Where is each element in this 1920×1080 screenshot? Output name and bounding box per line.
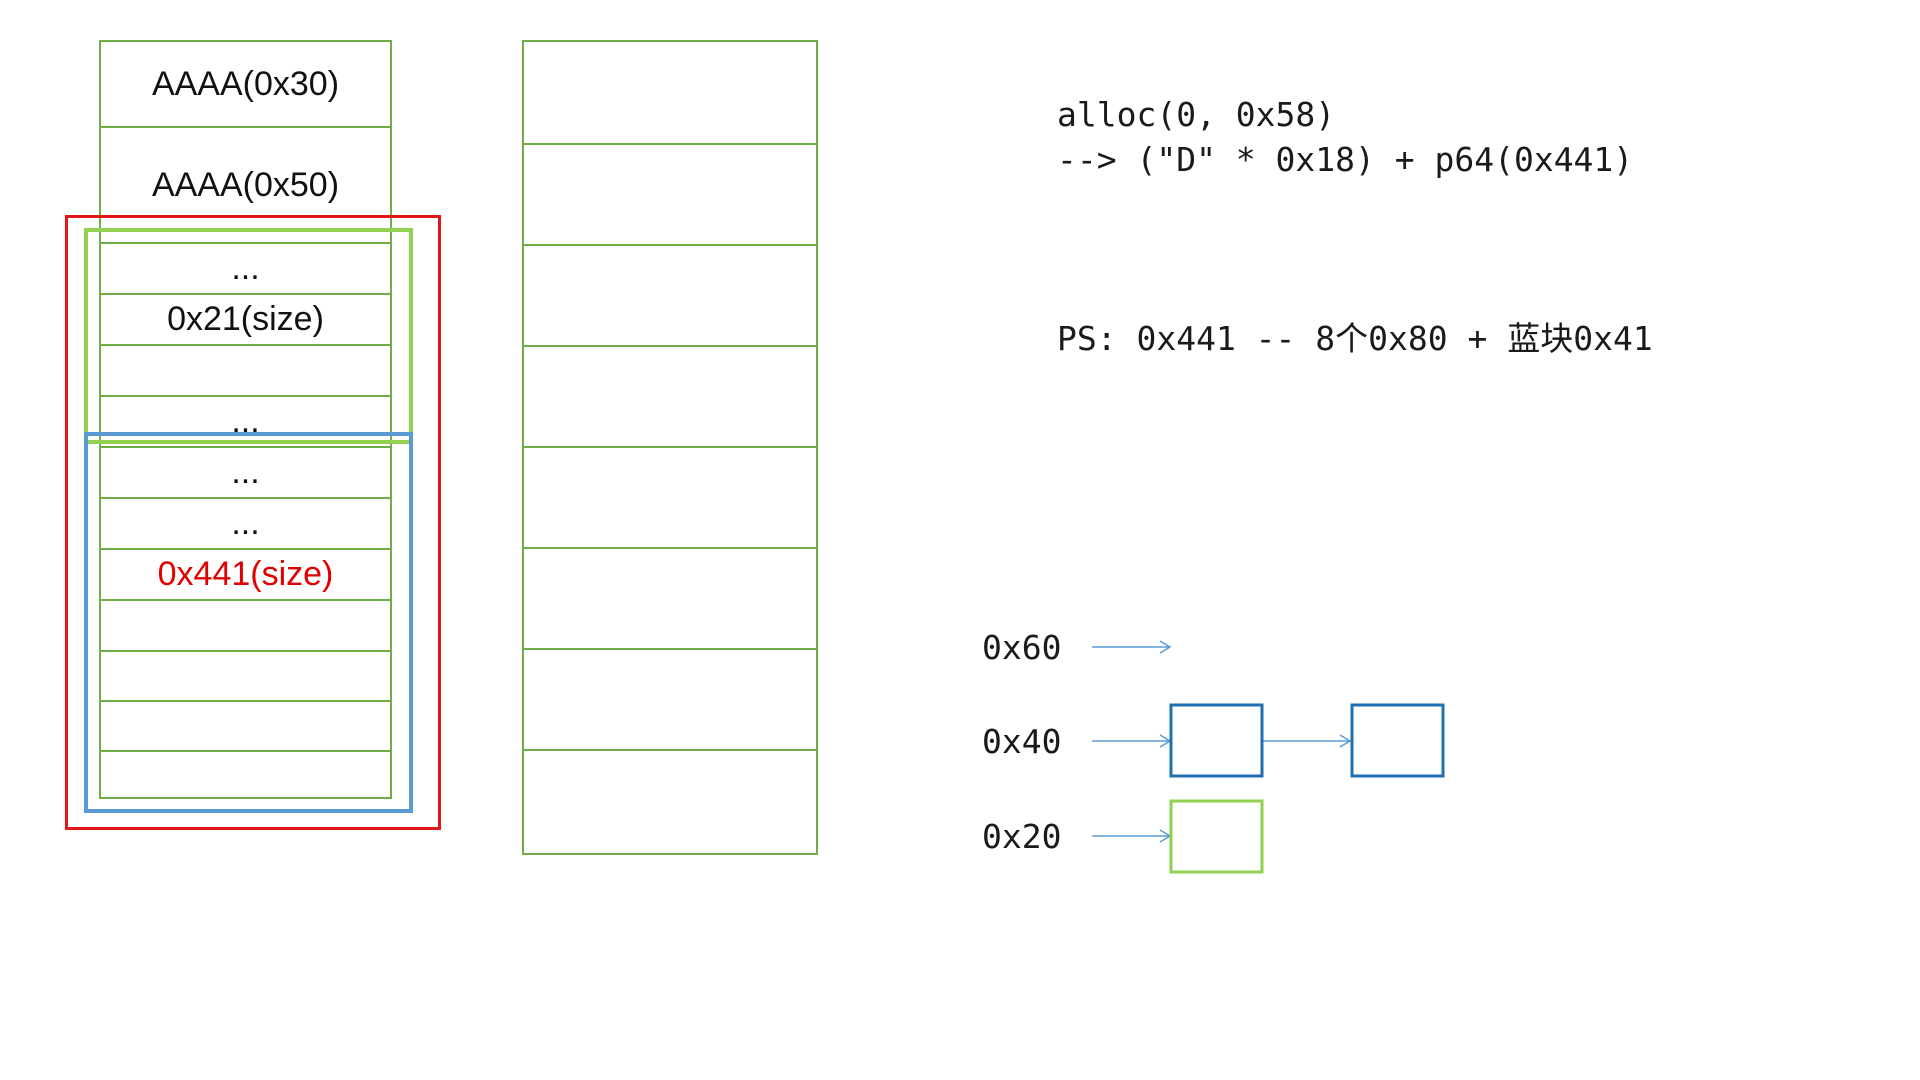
heap-cell-text: AAAA(0x50) bbox=[151, 165, 340, 204]
blue-chunk-box-2 bbox=[1350, 703, 1445, 778]
heap-memory-column: AAAA(0x30) AAAA(0x50) ... 0x21(size) ...… bbox=[99, 40, 392, 799]
bin-label-0x40: 0x40 bbox=[982, 722, 1062, 761]
empty-cell bbox=[524, 244, 816, 345]
heap-cell-text: 0x441(size) bbox=[157, 555, 334, 593]
heap-cell-ellipsis: ... bbox=[101, 242, 390, 293]
heap-cell-0x21-size: 0x21(size) bbox=[101, 293, 390, 344]
heap-cell-0x441-size: 0x441(size) bbox=[101, 548, 390, 599]
empty-memory-column bbox=[522, 40, 818, 855]
heap-cell-ellipsis: ... bbox=[101, 446, 390, 497]
empty-cell bbox=[524, 446, 816, 547]
blue-chunk-box-1 bbox=[1169, 703, 1264, 778]
heap-cell-text: ... bbox=[231, 453, 260, 491]
heap-cell-text: ... bbox=[231, 504, 260, 542]
green-chunk-box bbox=[1169, 799, 1264, 874]
heap-cell-ellipsis: ... bbox=[101, 497, 390, 548]
heap-cell-empty bbox=[101, 750, 390, 799]
heap-cell-aaaa-0x30: AAAA(0x30) bbox=[101, 42, 390, 126]
heap-cell-empty bbox=[101, 344, 390, 395]
empty-cell bbox=[524, 749, 816, 855]
heap-cell-text: 0x21(size) bbox=[167, 300, 324, 338]
code-alloc-call: alloc(0, 0x58) bbox=[1057, 95, 1336, 134]
heap-cell-text: AAAA(0x30) bbox=[151, 64, 340, 103]
empty-cell bbox=[524, 143, 816, 244]
empty-cell bbox=[524, 648, 816, 749]
ps-note: PS: 0x441 -- 8个0x80 + 蓝块0x41 bbox=[1057, 319, 1653, 358]
arrow-0x60 bbox=[1092, 640, 1172, 654]
heap-cell-empty bbox=[101, 650, 390, 700]
arrow-0x20 bbox=[1092, 829, 1172, 843]
code-payload-line: --> ("D" * 0x18) + p64(0x441) bbox=[1057, 140, 1634, 179]
arrow-chunk-link bbox=[1262, 734, 1352, 748]
bin-label-0x20: 0x20 bbox=[982, 817, 1062, 856]
arrow-0x40 bbox=[1092, 734, 1172, 748]
heap-cell-empty bbox=[101, 599, 390, 650]
heap-cell-empty bbox=[101, 700, 390, 750]
heap-cell-aaaa-0x50: AAAA(0x50) bbox=[101, 126, 390, 242]
empty-cell bbox=[524, 547, 816, 648]
empty-cell bbox=[524, 345, 816, 446]
heap-cell-text: ... bbox=[231, 249, 260, 287]
bin-label-0x60: 0x60 bbox=[982, 628, 1062, 667]
